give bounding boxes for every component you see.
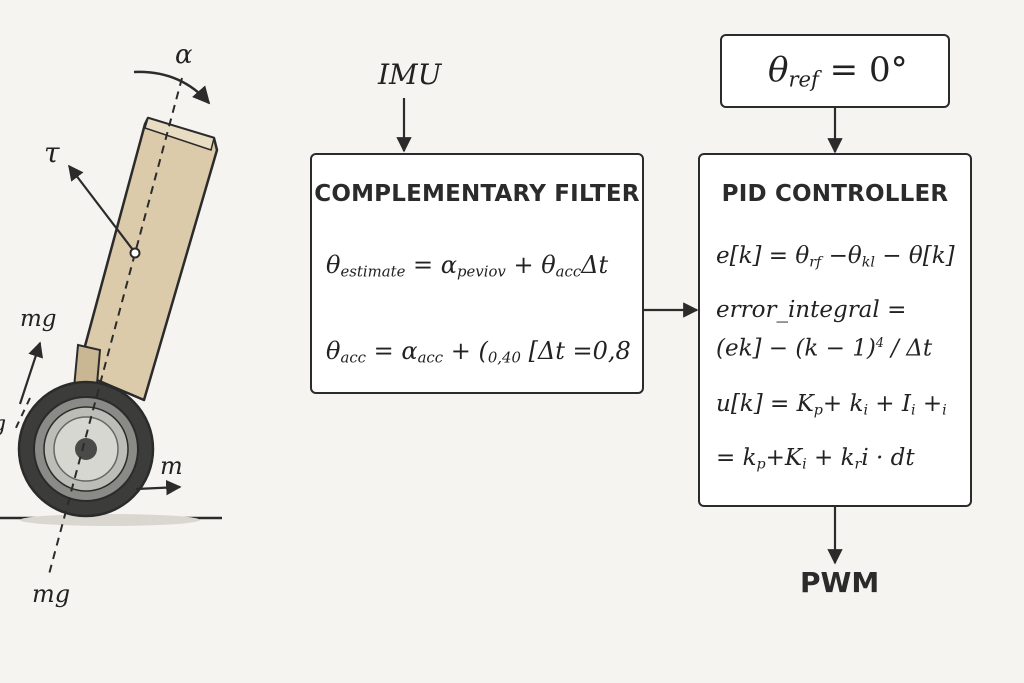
pendulum-axis: [47, 77, 183, 579]
p1-b: −θ: [821, 243, 862, 269]
p4-d-sub: i: [942, 402, 947, 419]
reference-sub: ref: [788, 66, 819, 92]
p4-b-sub: i: [863, 402, 868, 419]
p1-a: e[k] = θ: [716, 243, 810, 269]
p5-b: +K: [765, 445, 803, 471]
p4-c-sub: i: [910, 402, 916, 419]
p1-c: − θ[k]: [874, 243, 955, 269]
p5-d: i · dt: [861, 445, 915, 471]
pid-equation-4: u[k] = Kp+ ki + Ii +i: [716, 391, 947, 419]
left-dashed-line: [13, 397, 31, 433]
p4-b: + k: [822, 391, 864, 417]
p5-a: = k: [716, 445, 757, 471]
f1-d: Δt: [581, 251, 609, 279]
tau-arrow: [68, 164, 134, 251]
f1-b-sub: peviov: [456, 262, 506, 281]
f1-c: + θ: [505, 251, 556, 279]
p3-b: / Δt: [883, 335, 933, 362]
pid-title: PID CONTROLLER: [721, 181, 949, 207]
label-mg-bottom: mg: [32, 580, 71, 608]
f2-a: θ: [326, 337, 341, 365]
complementary-filter-box: COMPLEMENTARY FILTER θestimate = αpeviov…: [310, 153, 644, 394]
center-of-mass: [129, 247, 141, 259]
p5-c-sub: r: [854, 456, 862, 473]
f1-a: θ: [326, 251, 341, 279]
pid-equation-2: error_integral =: [716, 297, 907, 323]
p3-a: (ek] − (k − 1): [716, 335, 876, 362]
mg-arrow-left: [18, 341, 43, 405]
filter-title: COMPLEMENTARY FILTER: [314, 181, 640, 207]
p4-c: + I: [868, 391, 911, 417]
p5-c: + k: [806, 445, 855, 471]
alpha-arrow: [133, 70, 211, 105]
f1-a-sub: estimate: [340, 262, 406, 281]
label-mg-left: mg: [20, 306, 57, 332]
label-alpha: α: [175, 40, 193, 70]
f2-b-sub: acc: [417, 348, 444, 367]
ground-shadow: [20, 514, 200, 526]
label-m: m: [160, 452, 183, 480]
wheel: [17, 380, 155, 518]
f1-c-sub: acc: [555, 262, 582, 281]
pid-controller-box: PID CONTROLLER e[k] = θrf −θkl − θ[k] er…: [698, 153, 972, 507]
pid-equation-3: (ek] − (k − 1)4 / Δt: [716, 335, 932, 362]
p4-a-sub: p: [813, 402, 823, 419]
reference-equation: θref = 0°: [768, 50, 908, 91]
f2-a-sub: acc: [340, 348, 366, 367]
p4-d: +: [915, 391, 943, 417]
f2-b: = α: [365, 337, 418, 365]
label-edge: g: [0, 412, 6, 437]
p4-a: u[k] = K: [716, 391, 814, 417]
f2-c: + (: [443, 337, 488, 365]
imu-label: IMU: [378, 58, 442, 91]
pid-equation-1: e[k] = θrf −θkl − θ[k]: [716, 243, 955, 271]
f2-d: [Δt =0,8: [520, 337, 631, 365]
p5-b-sub: i: [802, 456, 807, 473]
reference-box: θref = 0°: [720, 34, 950, 108]
reference-rest: = 0°: [818, 50, 908, 90]
pid-equation-5: = kp+Ki + kri · dt: [716, 445, 915, 473]
filter-equation-1: θestimate = αpeviov + θaccΔt: [326, 251, 608, 281]
label-tau: τ: [44, 136, 60, 169]
p1-b-sub: kl: [861, 254, 875, 271]
filter-equation-2: θacc = αacc + (0,40 [Δt =0,8: [326, 337, 631, 367]
p1-a-sub: rf: [809, 254, 822, 271]
p5-a-sub: p: [756, 456, 766, 473]
f2-c-sub: 0,40: [487, 348, 521, 367]
p3-a-sup: 4: [875, 335, 884, 350]
reference-theta: θ: [768, 50, 789, 90]
m-arrow: [135, 479, 182, 496]
f1-b: = α: [405, 251, 457, 279]
pendulum-body: [72, 116, 219, 402]
pwm-label: PWM: [800, 566, 880, 599]
